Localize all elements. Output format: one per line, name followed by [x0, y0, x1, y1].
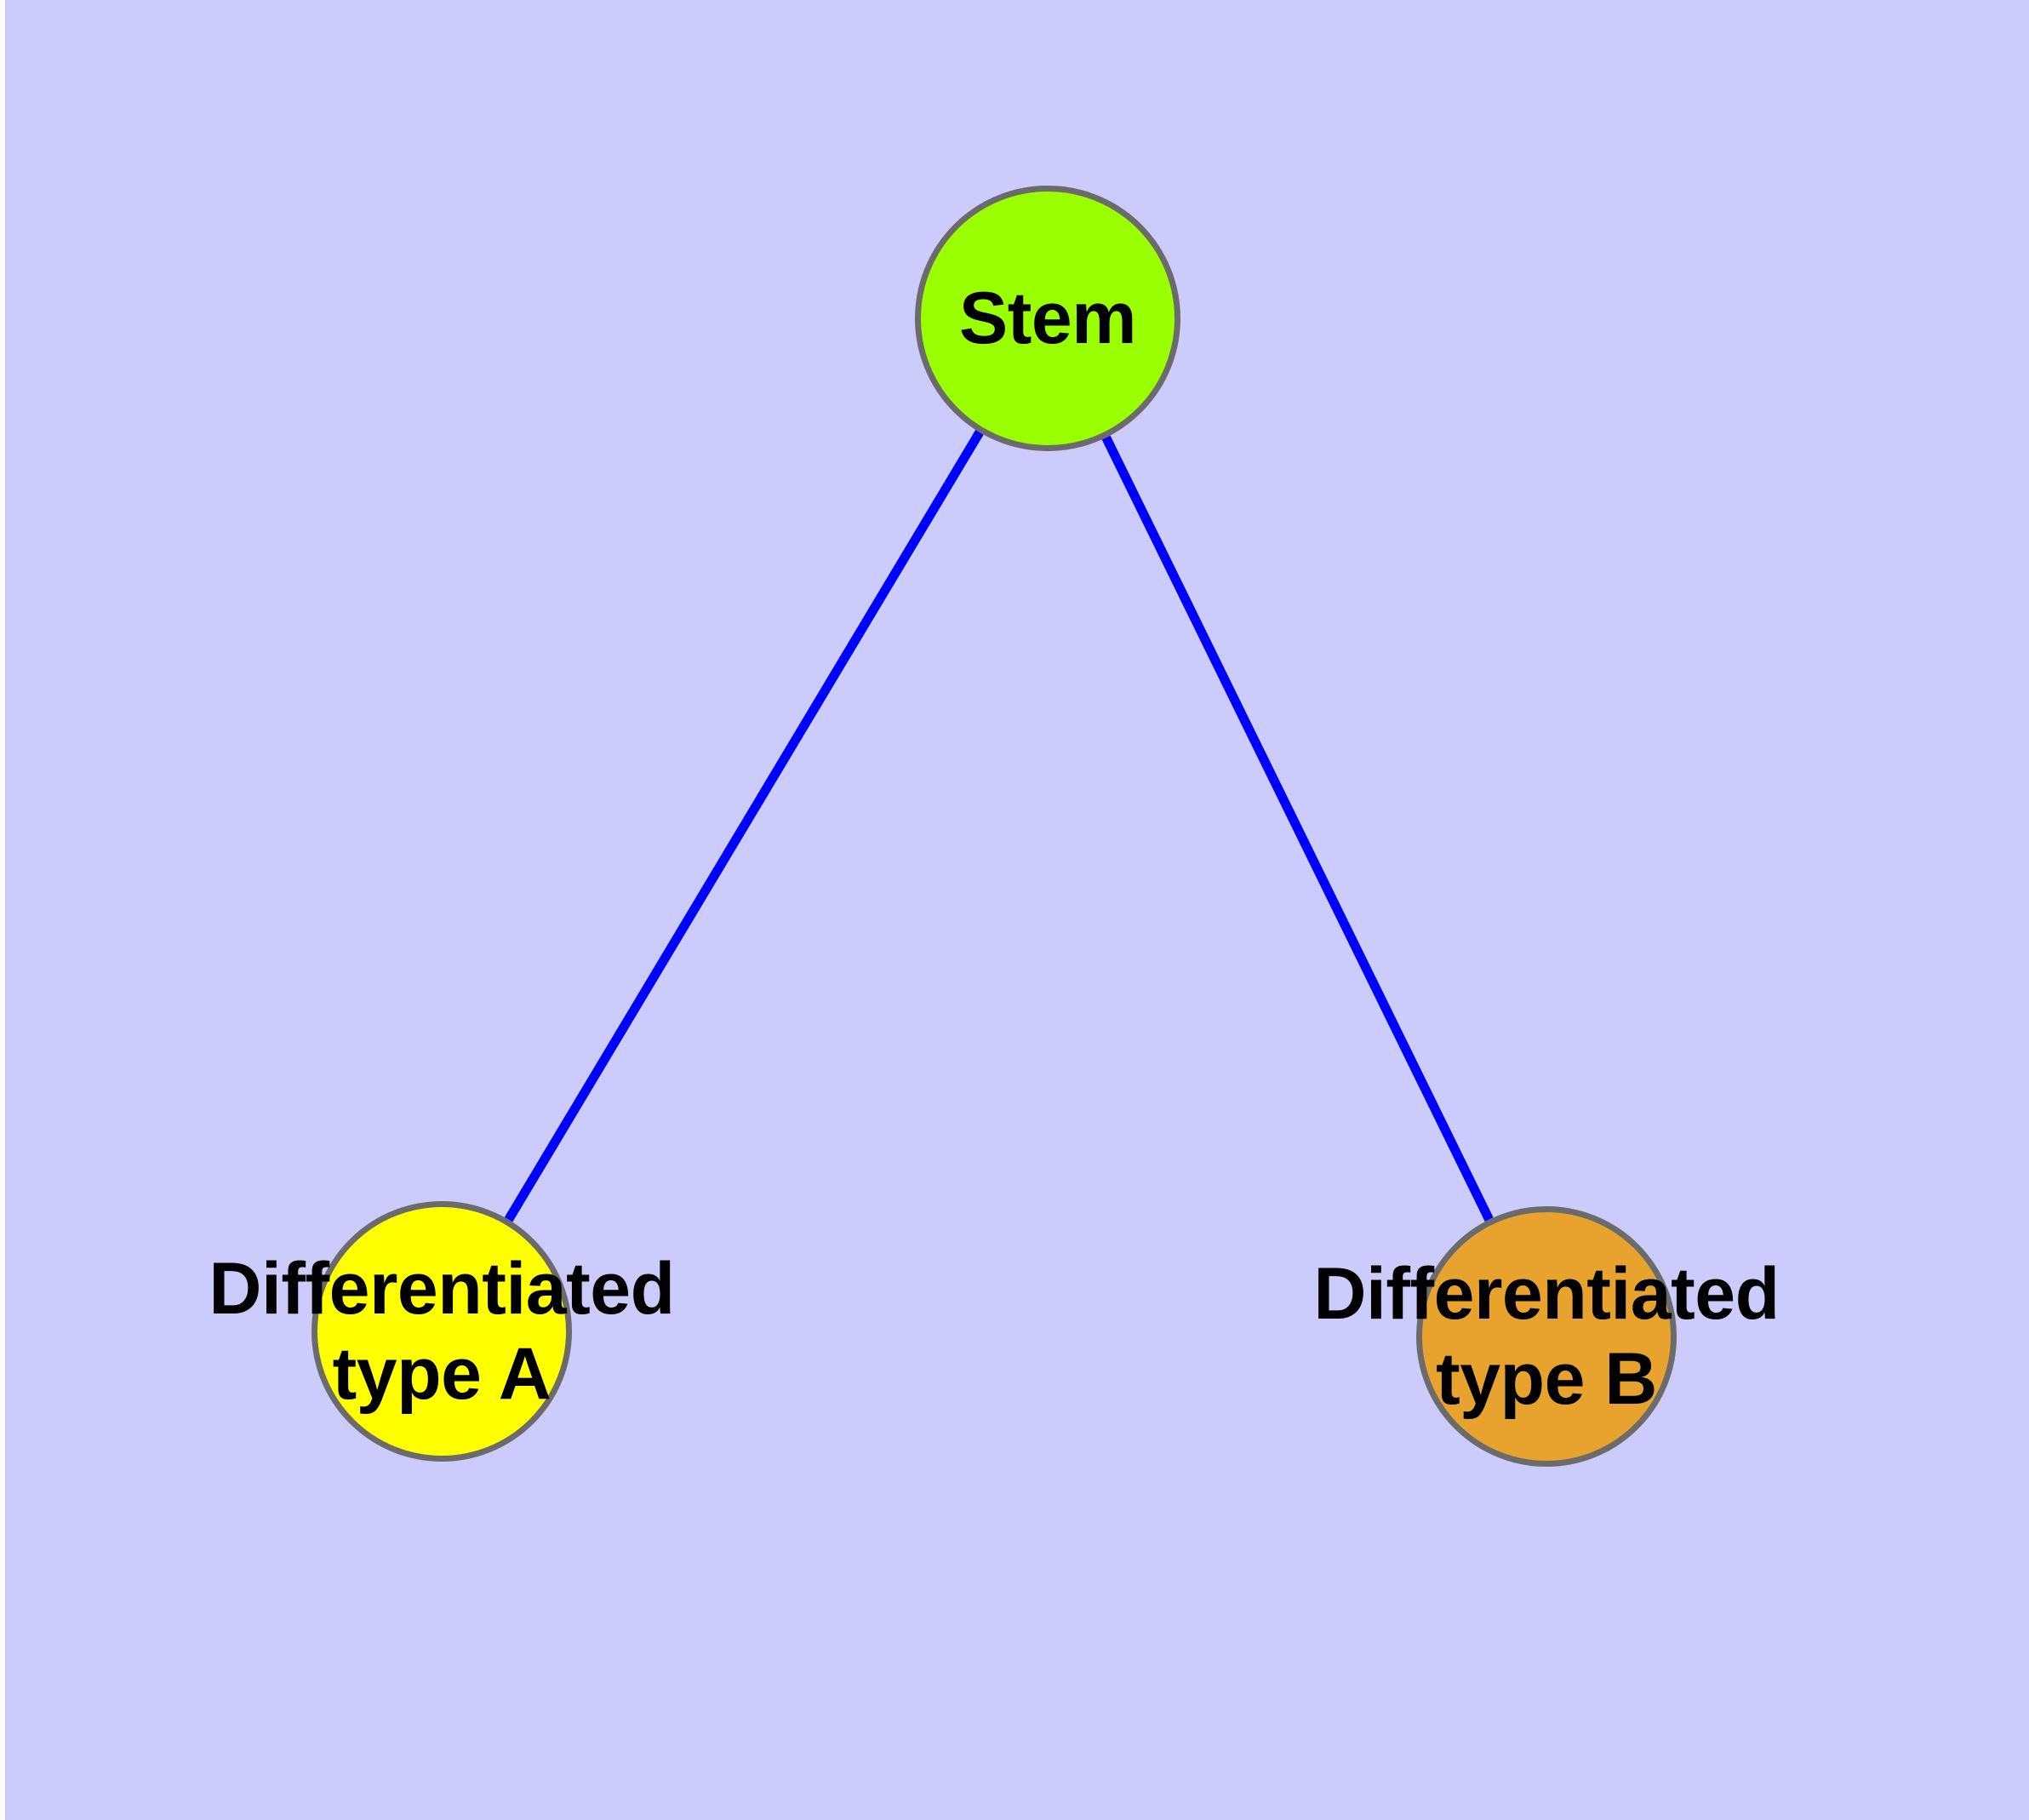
- edge-stem-to-diff_a: [504, 430, 984, 1222]
- node-stem[interactable]: [915, 186, 1180, 451]
- node-differentiated-type-b[interactable]: [1416, 1206, 1677, 1467]
- edge-stem-to-diff_b: [1101, 435, 1494, 1222]
- node-differentiated-type-a[interactable]: [311, 1201, 572, 1462]
